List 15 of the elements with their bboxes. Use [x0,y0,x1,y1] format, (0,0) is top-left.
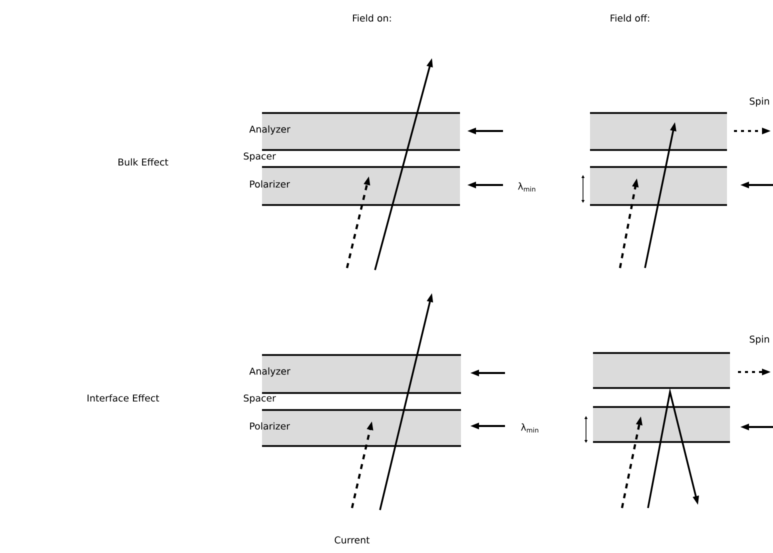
layer-label: Analyzer [249,367,290,377]
thickness-label: λ$_{min}$ [521,423,538,433]
panel-heading: Field off: [610,14,650,22]
panel-heading: Field on: [353,14,391,22]
layer-label: Spacer [244,394,276,404]
axis-label: Current [334,536,370,544]
layer-label: Analyzer [249,125,290,135]
row-heading: Interface Effect [88,394,160,402]
spin-label: Spin [750,335,770,345]
layer-label: Polarizer [250,180,290,188]
thickness-label: λ$_{min}$ [518,182,536,192]
layer-label: Spacer [244,152,276,162]
row-heading: Bulk Effect [118,158,168,166]
layer-label: Polarizer [250,422,290,430]
spin-label: Spin [750,97,770,107]
